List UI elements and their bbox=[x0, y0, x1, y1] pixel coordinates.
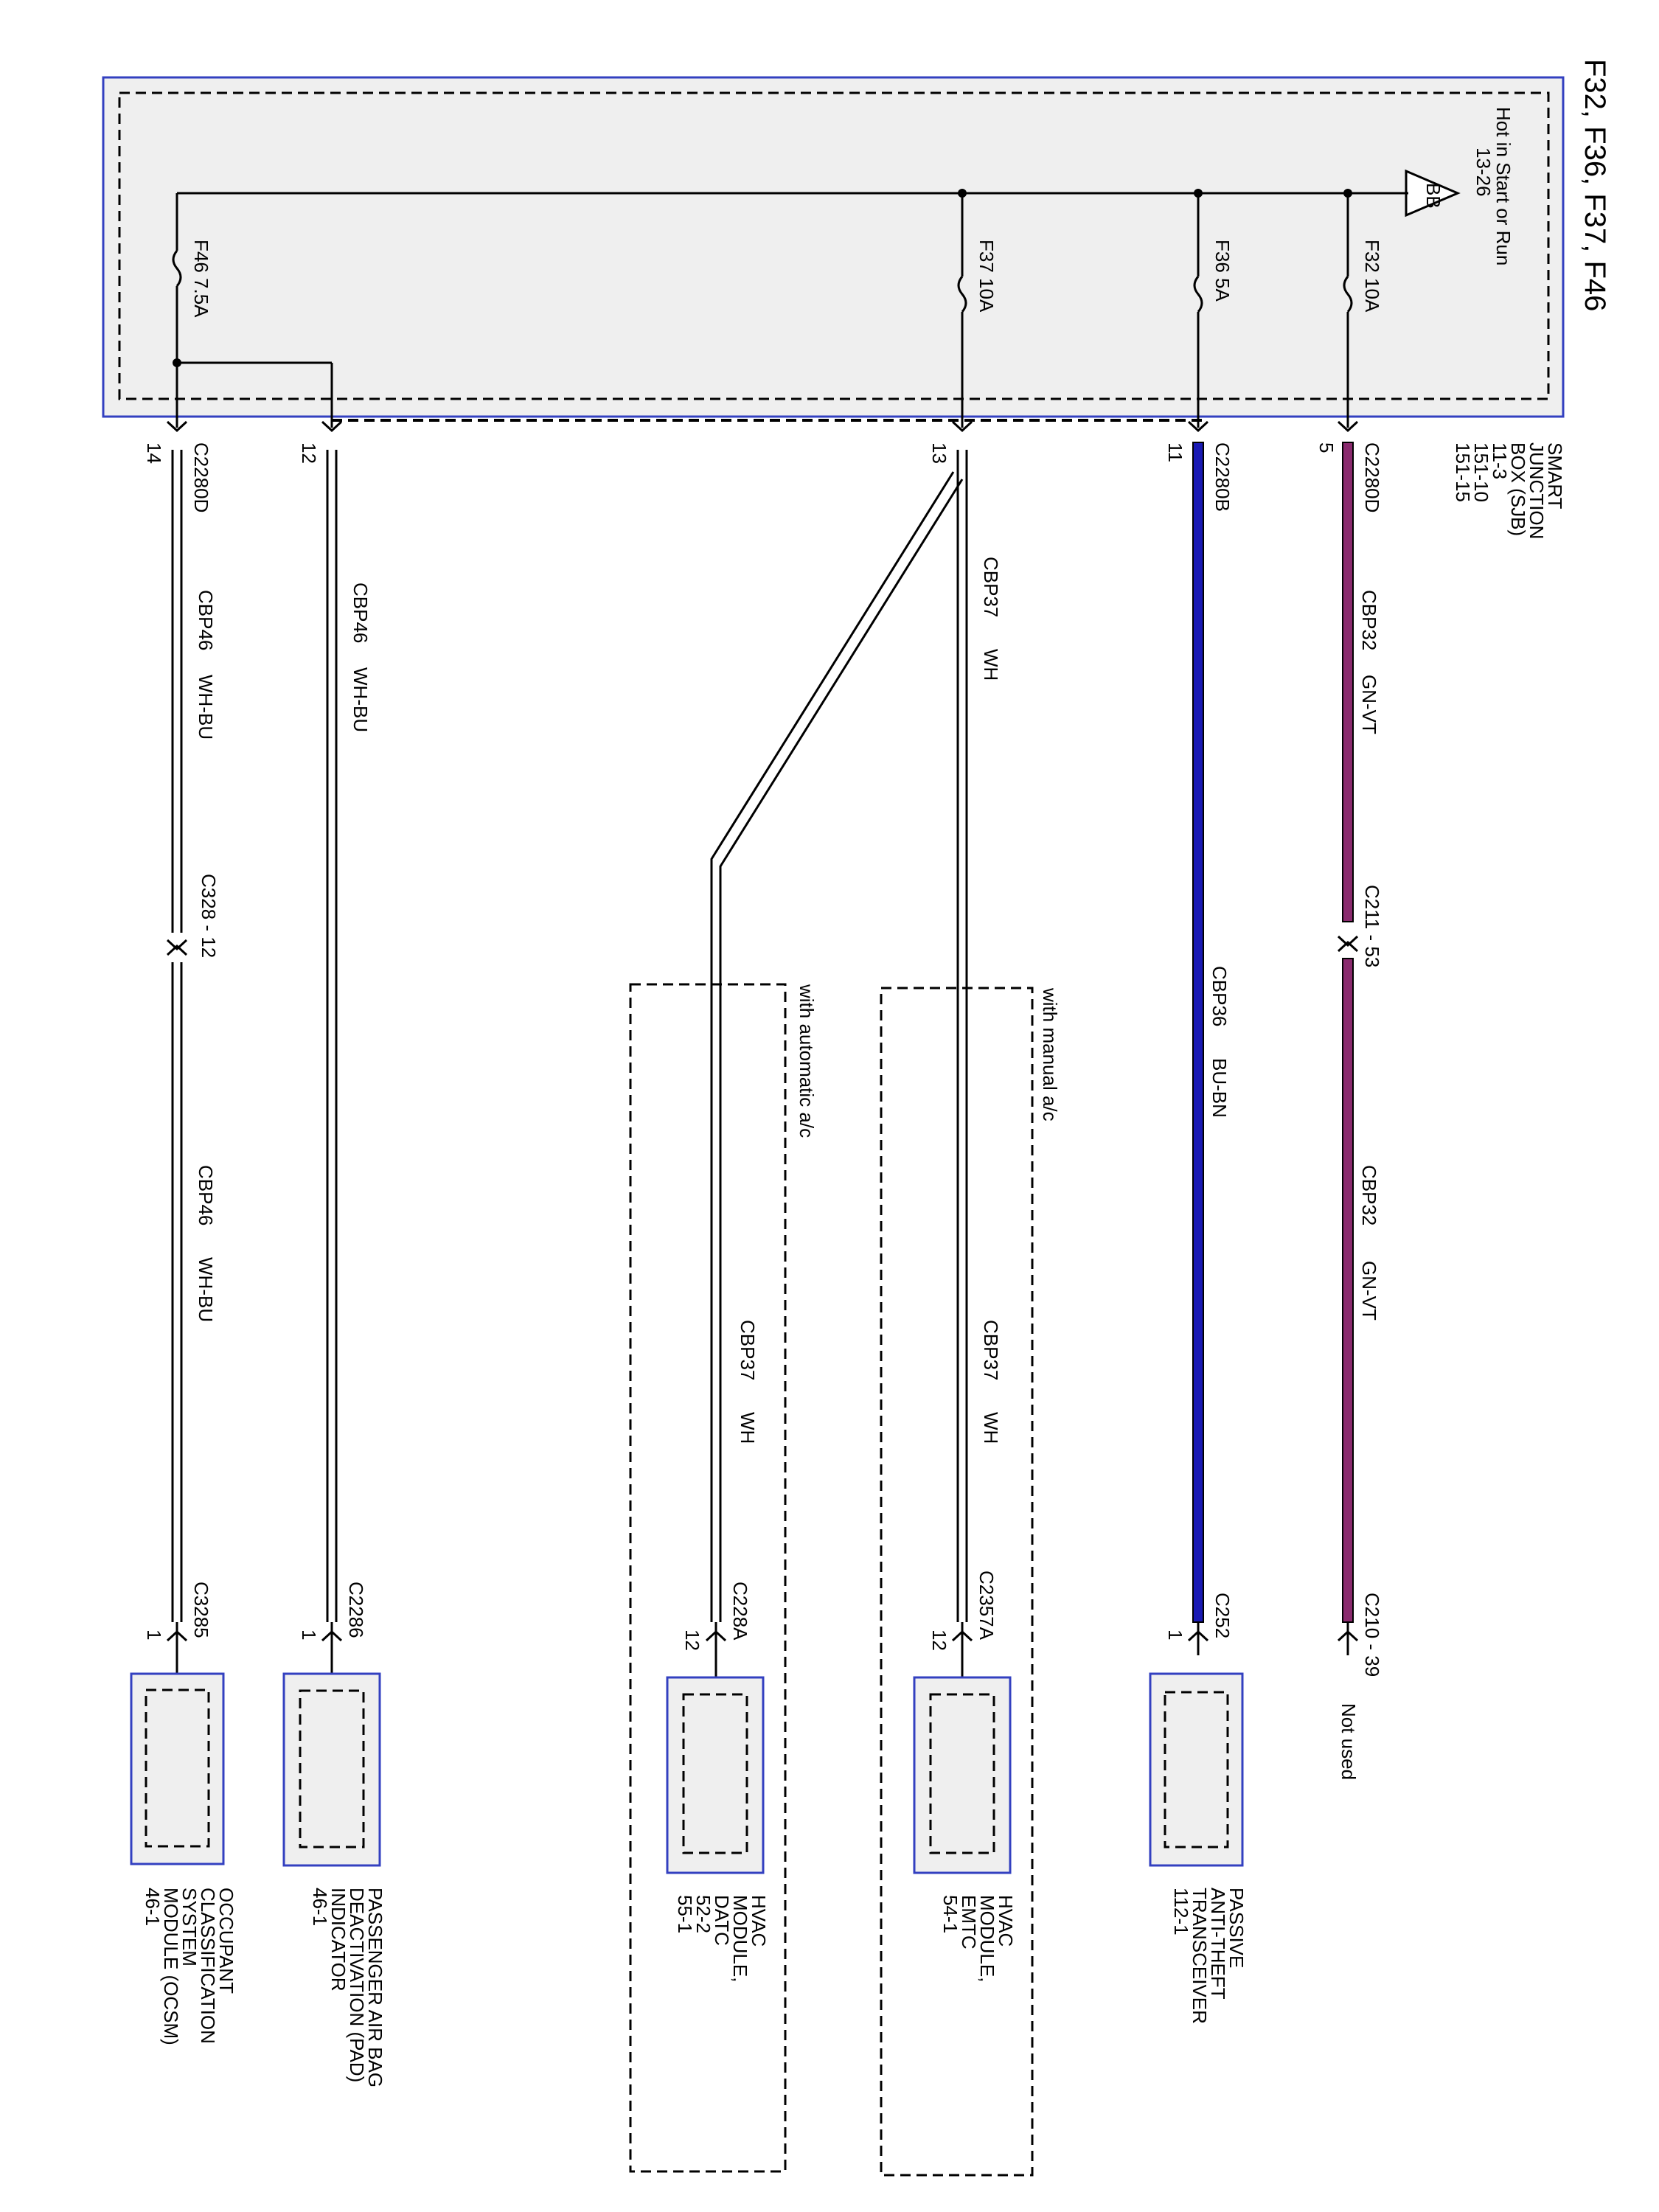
svg-text:PASSENGER AIR BAG: PASSENGER AIR BAG bbox=[364, 1888, 386, 2087]
svg-text:WH-BU: WH-BU bbox=[195, 1257, 217, 1322]
svg-text:SMART: SMART bbox=[1544, 442, 1566, 509]
svg-text:C2286: C2286 bbox=[345, 1582, 367, 1638]
svg-text:C2357A: C2357A bbox=[975, 1571, 998, 1641]
svg-text:MODULE,: MODULE, bbox=[729, 1895, 751, 1982]
svg-text:C2280D: C2280D bbox=[190, 442, 212, 512]
svg-text:DATC: DATC bbox=[711, 1895, 733, 1946]
svg-text:GN-VT: GN-VT bbox=[1358, 675, 1380, 734]
bus-label: BB bbox=[1422, 183, 1444, 209]
svg-text:112-1: 112-1 bbox=[1170, 1888, 1192, 1935]
fuse-f36: F36 5A bbox=[1193, 193, 1234, 428]
svg-text:PASSIVE: PASSIVE bbox=[1225, 1888, 1248, 1968]
svg-text:11: 11 bbox=[1164, 442, 1186, 462]
svg-text:CBP36: CBP36 bbox=[1208, 966, 1231, 1026]
svg-text:MODULE (OCSM): MODULE (OCSM) bbox=[160, 1888, 182, 2045]
svg-text:1: 1 bbox=[143, 1630, 165, 1640]
svg-text:SYSTEM: SYSTEM bbox=[178, 1888, 201, 1966]
svg-text:with automatic a/c: with automatic a/c bbox=[796, 984, 818, 1138]
svg-text:F36 5A: F36 5A bbox=[1211, 240, 1234, 302]
svg-text:1: 1 bbox=[298, 1630, 320, 1640]
diagram-title: F32, F36, F37, F46 bbox=[1579, 59, 1611, 311]
svg-text:WH: WH bbox=[980, 649, 1002, 681]
svg-text:151-10: 151-10 bbox=[1470, 442, 1492, 502]
svg-text:46-1: 46-1 bbox=[142, 1888, 164, 1926]
svg-text:CBP32: CBP32 bbox=[1358, 590, 1380, 650]
svg-text:C211 - 53: C211 - 53 bbox=[1361, 885, 1383, 967]
svg-text:with manual a/c: with manual a/c bbox=[1039, 987, 1061, 1121]
circuit-f46-pad: 12 CBP46 WH-BU C2286 1 PASSENGER AIR BAG… bbox=[282, 420, 386, 2087]
fuse-f46: F46 7.5A bbox=[172, 240, 333, 428]
svg-text:C2280D: C2280D bbox=[1361, 442, 1383, 512]
svg-text:54-1: 54-1 bbox=[939, 1895, 961, 1933]
circuit-f46-ocsm: C2280D 14 CBP46 WH-BU C328 - 12 CBP46 WH… bbox=[130, 420, 237, 2045]
sjb-dashed-inner bbox=[118, 91, 1550, 400]
svg-text:OCCUPANT: OCCUPANT bbox=[215, 1888, 237, 1994]
svg-text:52-2: 52-2 bbox=[692, 1895, 714, 1933]
svg-text:WH: WH bbox=[980, 1412, 1002, 1444]
sjb-frame bbox=[102, 76, 1565, 418]
svg-text:HVAC: HVAC bbox=[748, 1895, 770, 1947]
svg-text:F46 7.5A: F46 7.5A bbox=[190, 240, 212, 318]
svg-text:WH: WH bbox=[737, 1412, 759, 1444]
svg-text:5: 5 bbox=[1315, 442, 1338, 453]
svg-text:CLASSIFICATION: CLASSIFICATION bbox=[197, 1888, 219, 2044]
svg-text:11-3: 11-3 bbox=[1489, 442, 1511, 479]
svg-text:CBP37: CBP37 bbox=[737, 1320, 759, 1380]
svg-text:INDICATOR: INDICATOR bbox=[327, 1888, 349, 1992]
sjb-hot-ref: 13-26 bbox=[1472, 147, 1495, 197]
svg-text:CBP46: CBP46 bbox=[349, 582, 372, 643]
svg-text:WH-BU: WH-BU bbox=[349, 667, 372, 732]
svg-text:55-1: 55-1 bbox=[674, 1895, 696, 1933]
svg-text:46-1: 46-1 bbox=[309, 1888, 331, 1926]
svg-text:BOX (SJB): BOX (SJB) bbox=[1507, 442, 1529, 536]
svg-text:CBP37: CBP37 bbox=[980, 1320, 1002, 1380]
circuit-f37: 13 CBP37 WH with manual a/c CBP37 WH C23… bbox=[629, 420, 1061, 2177]
svg-text:Not used: Not used bbox=[1338, 1703, 1360, 1780]
svg-text:F37 10A: F37 10A bbox=[975, 240, 998, 313]
svg-text:13: 13 bbox=[928, 442, 950, 464]
sjb-hot-label: Hot in Start or Run bbox=[1492, 107, 1514, 265]
fuse-f37: F37 10A bbox=[957, 193, 998, 428]
svg-text:F32 10A: F32 10A bbox=[1361, 240, 1383, 313]
svg-text:C328 - 12: C328 - 12 bbox=[198, 874, 220, 958]
svg-text:BU-BN: BU-BN bbox=[1208, 1058, 1231, 1118]
svg-text:CBP46: CBP46 bbox=[195, 1165, 217, 1225]
svg-text:C3285: C3285 bbox=[190, 1582, 212, 1638]
circuit-f36: C2280B 11 CBP36 BU-BN C252 1 PASSIVE ANT… bbox=[1149, 420, 1248, 2024]
svg-text:14: 14 bbox=[143, 442, 165, 464]
svg-text:12: 12 bbox=[298, 442, 320, 464]
svg-text:GN-VT: GN-VT bbox=[1358, 1261, 1380, 1321]
svg-text:HVAC: HVAC bbox=[995, 1895, 1017, 1947]
svg-text:C210 - 39: C210 - 39 bbox=[1361, 1593, 1383, 1677]
svg-text:1: 1 bbox=[1164, 1630, 1186, 1640]
svg-text:DEACTIVATION (PAD): DEACTIVATION (PAD) bbox=[346, 1888, 368, 2082]
svg-text:12: 12 bbox=[681, 1630, 703, 1651]
circuit-f32: C2280D 5 CBP32 GN-VT C211 - 53 CBP32 GN-… bbox=[1315, 420, 1383, 1780]
svg-text:C252: C252 bbox=[1211, 1593, 1234, 1638]
svg-text:WH-BU: WH-BU bbox=[195, 675, 217, 740]
fuse-f32: F32 10A bbox=[1343, 193, 1383, 428]
svg-text:ANTI-THEFT: ANTI-THEFT bbox=[1207, 1888, 1229, 2000]
svg-text:C2280B: C2280B bbox=[1211, 442, 1234, 512]
svg-text:MODULE,: MODULE, bbox=[976, 1895, 998, 1982]
svg-text:12: 12 bbox=[928, 1630, 950, 1651]
svg-text:TRANSCEIVER: TRANSCEIVER bbox=[1189, 1888, 1211, 2024]
svg-text:C228A: C228A bbox=[729, 1582, 751, 1641]
svg-text:CBP37: CBP37 bbox=[980, 557, 1002, 617]
sjb-name-block: SMART JUNCTION BOX (SJB) 11-3 151-10 151… bbox=[1452, 442, 1566, 539]
svg-text:JUNCTION: JUNCTION bbox=[1526, 442, 1548, 539]
svg-text:151-15: 151-15 bbox=[1452, 442, 1474, 502]
svg-text:CBP32: CBP32 bbox=[1358, 1165, 1380, 1225]
svg-text:CBP46: CBP46 bbox=[195, 590, 217, 650]
svg-text:EMTC: EMTC bbox=[958, 1895, 980, 1950]
